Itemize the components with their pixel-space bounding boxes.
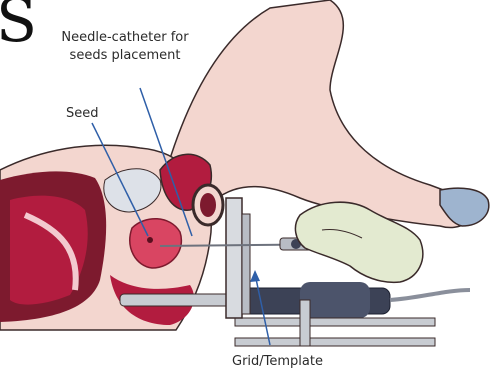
seed-mark xyxy=(147,237,153,243)
grid-template-label: Grid/Template xyxy=(232,353,323,371)
grid-template-back xyxy=(242,214,250,314)
grid-pointer-arrow xyxy=(250,270,260,282)
grid-template xyxy=(226,198,242,318)
testicle-inner xyxy=(200,193,216,217)
stepper-post xyxy=(300,300,310,346)
probe-shaft xyxy=(120,294,240,306)
needle-label-line1: Needle-catheter for xyxy=(30,29,220,47)
needle-catheter-label: Needle-catheter for seeds placement xyxy=(30,29,220,65)
probe-cable xyxy=(390,290,470,300)
stepper-rail-bottom xyxy=(235,338,435,346)
needle-label-line2: seeds placement xyxy=(30,47,220,65)
seed-label: Seed xyxy=(66,105,99,123)
